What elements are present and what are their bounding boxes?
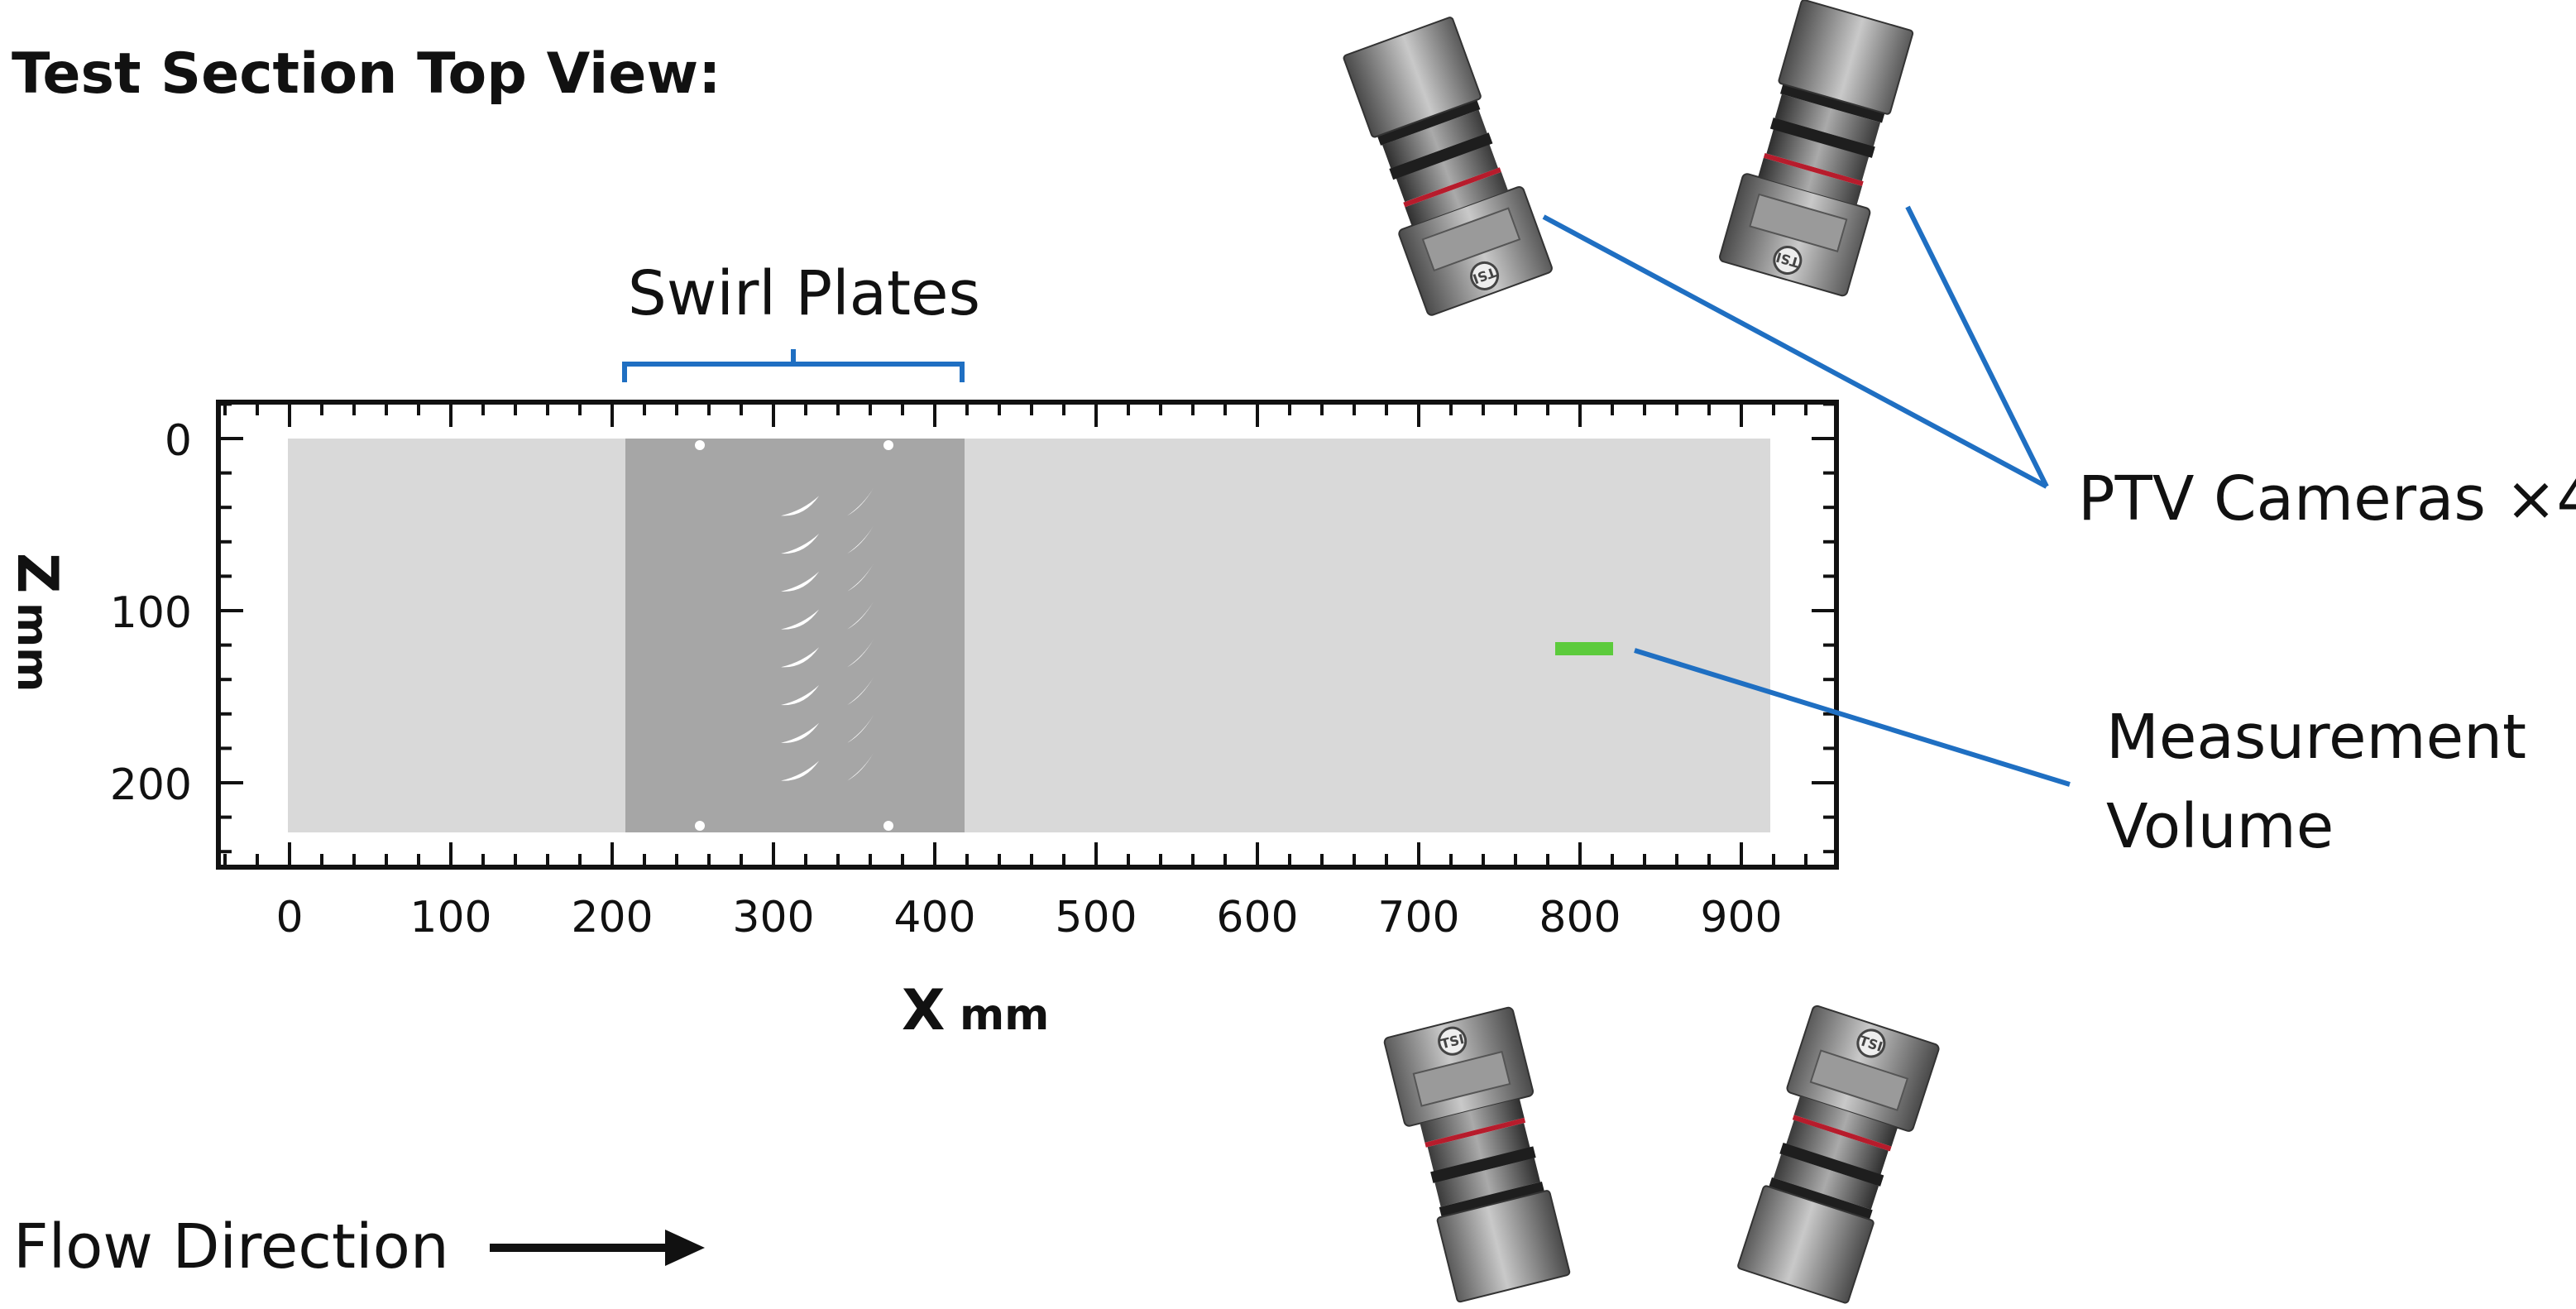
swirl-vane [781, 496, 820, 516]
x-tick-label: 400 [893, 893, 975, 942]
swirl-vane [781, 685, 820, 706]
camera-top-right [1717, 0, 1923, 299]
z-axis-name: Z [4, 553, 69, 593]
flow-direction-arrow-icon [490, 1230, 705, 1266]
x-axis-unit: mm [960, 990, 1049, 1040]
measurement-volume [1555, 642, 1613, 655]
leader-lines [1542, 205, 2071, 787]
z-tick-label: 100 [110, 588, 192, 638]
swirl-vane [781, 571, 820, 592]
x-tick-label: 500 [1055, 893, 1137, 942]
swirl-plates-label: Swirl Plates [628, 258, 980, 329]
measurement-volume-label-line1: Measurement [2106, 702, 2526, 773]
tsi-camera-icon [1381, 1005, 1580, 1306]
x-tick-labels: 0 100 200 300 400 500 600 700 800 900 [275, 893, 1782, 942]
ptv-cameras-label: PTV Cameras ×4 [2078, 463, 2576, 535]
swirl-vane [781, 760, 820, 781]
swirl-vane [781, 722, 820, 743]
z-tick-labels: 0 100 200 [110, 416, 192, 810]
swirl-vane [781, 609, 820, 630]
swirl-vane [781, 533, 820, 554]
swirl-plates-bracket [622, 349, 965, 382]
camera-top-left [1333, 12, 1555, 318]
page-title: Test Section Top View: [12, 41, 721, 107]
x-tick-label: 300 [732, 893, 814, 942]
x-tick-label: 200 [571, 893, 653, 942]
x-tick-label: 0 [275, 893, 303, 942]
swirl-vane [781, 647, 820, 668]
camera-bottom-left [1381, 1005, 1580, 1306]
z-tick-label: 0 [165, 416, 192, 466]
z-axis-title: Z mm [4, 553, 69, 692]
swirl-plate-region [625, 439, 965, 832]
x-tick-label: 900 [1700, 893, 1782, 942]
mounting-holes [695, 440, 893, 831]
x-tick-label: 800 [1539, 893, 1621, 942]
z-tick-label: 200 [110, 760, 192, 810]
tsi-camera-icon [1333, 12, 1555, 318]
tsi-camera-icon [1717, 0, 1923, 299]
x-tick-label: 700 [1377, 893, 1459, 942]
x-tick-label: 600 [1216, 893, 1298, 942]
test-section [288, 439, 1770, 832]
swirl-vanes [781, 487, 874, 781]
measurement-volume-label-line2: Volume [2106, 791, 2334, 862]
leader-measurement-volume [1634, 648, 2071, 787]
z-axis-unit: mm [7, 602, 57, 692]
axis-ticks [218, 402, 1836, 867]
x-axis-title: X mm [902, 978, 1049, 1043]
x-tick-label: 100 [409, 893, 491, 942]
leader-camera-top-left [1542, 214, 2048, 489]
x-axis-name: X [902, 978, 945, 1043]
tsi-camera-icon [1728, 1003, 1942, 1308]
camera-bottom-right [1728, 1003, 1942, 1308]
flow-direction-label: Flow Direction [13, 1211, 449, 1283]
leader-camera-top-right [1905, 205, 2049, 488]
